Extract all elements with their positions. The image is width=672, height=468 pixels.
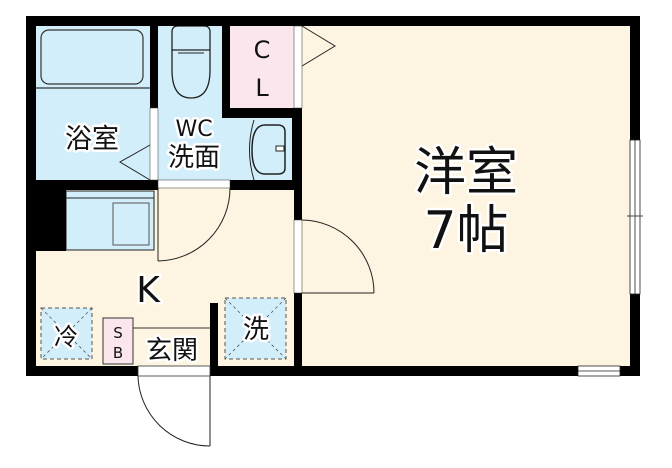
- walls: [26, 16, 640, 376]
- shoe-box-label-b: B: [113, 344, 123, 362]
- closet-label-l: L: [255, 74, 269, 102]
- fridge-space: [40, 307, 93, 360]
- wc-floor: [158, 26, 230, 180]
- shoe-box: [102, 317, 134, 365]
- window-bottom: [577, 365, 621, 377]
- kitchen-counter-icon: [65, 190, 155, 251]
- kitchen-label: K: [136, 270, 161, 311]
- wash-basin-icon: [249, 119, 286, 181]
- washer-label: 洗: [243, 315, 269, 345]
- bathtub-icon: [40, 29, 144, 85]
- western-room-floor: [300, 26, 630, 366]
- western-room-size-label: 7帖: [423, 201, 508, 261]
- bath-label: 浴室: [65, 124, 119, 155]
- closet-floor: [230, 26, 294, 108]
- window-right: [627, 139, 643, 295]
- wc-label: WC: [175, 117, 212, 142]
- closet-door-icon: [301, 25, 336, 67]
- shoe-box-label-s: S: [113, 324, 123, 342]
- washroom-label: 洗面: [168, 143, 220, 173]
- bath-floor: [36, 26, 150, 180]
- entrance-door-icon: [137, 375, 211, 447]
- entrance-label: 玄関: [146, 336, 198, 366]
- wc-door-icon: [157, 187, 231, 262]
- fridge-label: 冷: [54, 323, 78, 351]
- closet-label-c: C: [254, 36, 271, 64]
- toilet-icon: [171, 25, 211, 99]
- washer-space: [224, 297, 287, 360]
- bath-door-icon: [119, 144, 151, 181]
- western-room-label: 洋室: [414, 143, 518, 203]
- western-room-door-icon: [301, 219, 375, 294]
